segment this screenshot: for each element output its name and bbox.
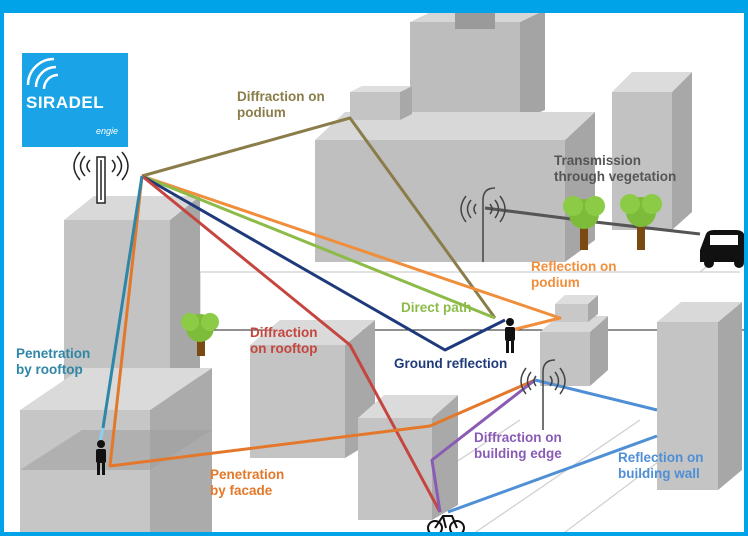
tree-icon-3	[620, 194, 662, 250]
tree-icon	[181, 313, 219, 356]
building-left-front	[20, 368, 212, 532]
building-tower-back	[410, 13, 545, 120]
label-reflection-podium: Reflection on podium	[531, 259, 617, 290]
path-direct	[141, 174, 496, 320]
label-diffraction-edge: Diffraction on building edge	[474, 430, 562, 461]
tree-icon-2	[563, 196, 605, 250]
bicycle-icon	[427, 515, 465, 532]
path-ground-reflection	[141, 174, 506, 352]
logo-waves-icon	[26, 57, 59, 90]
label-diffraction-rooftop: Diffraction on rooftop	[250, 325, 318, 356]
path-diffraction-rooftop	[141, 174, 442, 513]
label-reflection-wall: Reflection on building wall	[618, 450, 704, 481]
logo-name: SIRADEL	[26, 93, 105, 112]
label-penetration-facade: Penetration by facade	[210, 467, 285, 498]
street-antenna-icon	[460, 187, 506, 262]
siradel-logo: SIRADEL engie	[22, 53, 128, 147]
path-reflection-podium	[141, 174, 562, 332]
pedestrian-icon-2	[505, 318, 515, 353]
label-diffraction-podium: Diffraction on podium	[237, 89, 325, 120]
path-diffraction-podium	[141, 116, 497, 319]
path-penetration-facade	[108, 175, 536, 468]
logo-sub: engie	[95, 126, 118, 136]
path-reflection-wall-return	[447, 434, 658, 514]
label-ground-reflection: Ground reflection	[394, 356, 508, 371]
building-small-podium	[540, 295, 608, 386]
path-diffraction-edge	[430, 378, 536, 513]
building-right-front	[657, 302, 742, 490]
label-transmission-vegetation: Transmission through vegetation	[554, 153, 677, 184]
building-mid-front	[358, 395, 458, 520]
cell-tower-icon	[73, 151, 129, 204]
path-reflection-wall	[534, 378, 658, 412]
path-penetration-rooftop	[101, 175, 144, 429]
label-penetration-rooftop: Penetration by rooftop	[16, 346, 91, 377]
car-icon	[700, 230, 744, 268]
pedestrian-icon	[96, 440, 106, 475]
building-podium-back	[315, 86, 595, 262]
label-direct-path: Direct path	[401, 300, 472, 315]
street-antenna-icon-2	[520, 359, 566, 430]
